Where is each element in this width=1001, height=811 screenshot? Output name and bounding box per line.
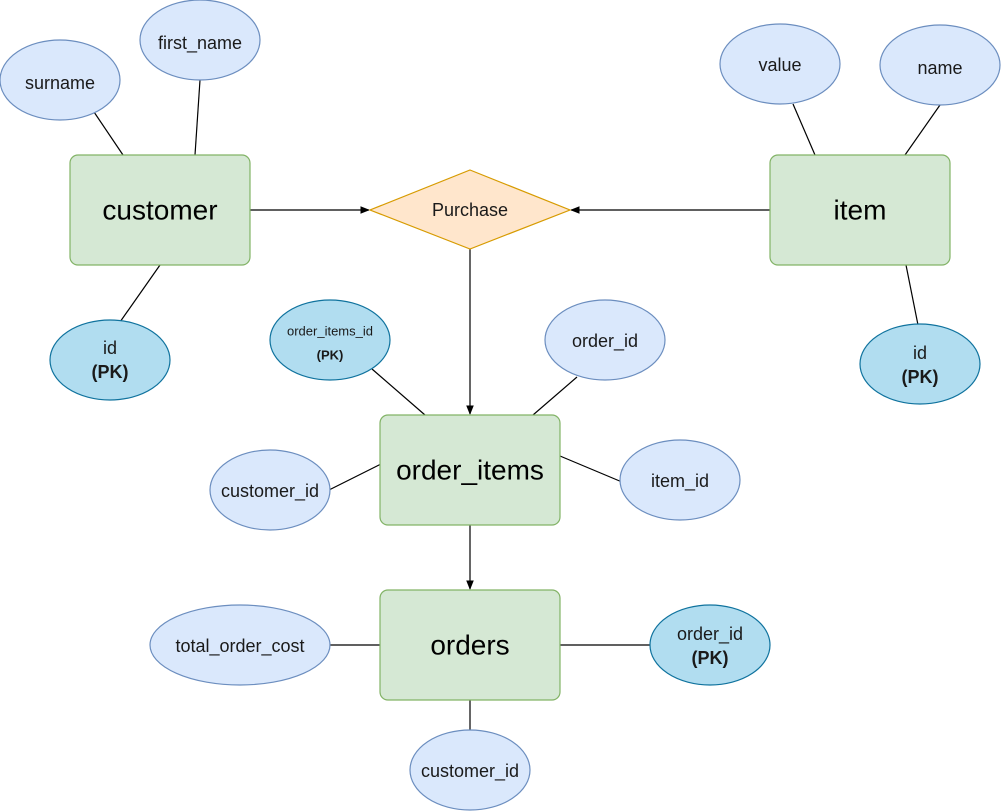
attribute-order-items-item-id[interactable]: item_id bbox=[619, 439, 741, 521]
attribute-label: customer_id bbox=[421, 761, 519, 782]
attribute-label: order_id bbox=[572, 331, 638, 352]
attribute-customer-first-name[interactable]: first_name bbox=[139, 0, 261, 81]
attribute-label: id bbox=[913, 343, 927, 363]
entity-order-items[interactable]: order_items bbox=[379, 414, 561, 526]
attribute-label: customer_id bbox=[221, 481, 319, 502]
attribute-orders-total-order-cost[interactable]: total_order_cost bbox=[149, 604, 331, 686]
attribute-customer-surname[interactable]: surname bbox=[0, 39, 121, 121]
line-item-value bbox=[792, 103, 816, 156]
line-order-items-customer-id bbox=[328, 463, 382, 491]
entity-item-label: item bbox=[834, 195, 887, 226]
entity-order-items-label: order_items bbox=[396, 455, 544, 486]
attribute-item-value[interactable]: value bbox=[719, 23, 841, 105]
line-customer-id bbox=[119, 264, 161, 323]
attribute-label: order_items_id bbox=[287, 324, 373, 339]
line-customer-surname bbox=[93, 111, 124, 156]
line-order-items-order-id bbox=[532, 376, 578, 416]
pk-label: (PK) bbox=[92, 362, 129, 382]
attribute-orders-order-id-pk[interactable]: order_id (PK) bbox=[649, 604, 771, 686]
entity-orders-label: orders bbox=[430, 630, 509, 661]
attribute-orders-customer-id[interactable]: customer_id bbox=[409, 729, 531, 811]
entity-orders[interactable]: orders bbox=[379, 589, 561, 701]
attribute-label: first_name bbox=[158, 33, 242, 54]
pk-label: (PK) bbox=[317, 348, 344, 363]
line-item-id bbox=[905, 264, 919, 326]
relationship-purchase[interactable]: Purchase bbox=[368, 169, 572, 250]
attribute-item-id-pk[interactable]: id (PK) bbox=[859, 323, 981, 405]
attribute-item-name[interactable]: name bbox=[879, 24, 1001, 106]
connector-lines bbox=[93, 79, 941, 731]
attribute-order-items-id-pk[interactable]: order_items_id (PK) bbox=[269, 299, 391, 381]
line-item-name bbox=[904, 104, 941, 156]
attribute-label: id bbox=[103, 338, 117, 358]
attribute-label: surname bbox=[25, 73, 95, 93]
pk-label: (PK) bbox=[692, 648, 729, 668]
attribute-order-items-order-id[interactable]: order_id bbox=[544, 299, 666, 381]
line-customer-first-name bbox=[194, 79, 201, 156]
pk-label: (PK) bbox=[902, 367, 939, 387]
entity-item[interactable]: item bbox=[769, 154, 951, 266]
line-order-items-item-id bbox=[559, 455, 623, 483]
attribute-customer-id-pk[interactable]: id (PK) bbox=[49, 319, 171, 401]
attribute-label: order_id bbox=[677, 624, 743, 645]
attribute-label: name bbox=[917, 58, 962, 78]
line-order-items-pk bbox=[371, 368, 426, 416]
attribute-label: total_order_cost bbox=[175, 636, 304, 657]
relationship-label: Purchase bbox=[432, 200, 508, 220]
attribute-label: value bbox=[758, 55, 801, 75]
entity-customer[interactable]: customer bbox=[69, 154, 251, 266]
attribute-label: item_id bbox=[651, 471, 709, 492]
entity-customer-label: customer bbox=[102, 195, 217, 226]
attribute-order-items-customer-id[interactable]: customer_id bbox=[209, 449, 331, 531]
